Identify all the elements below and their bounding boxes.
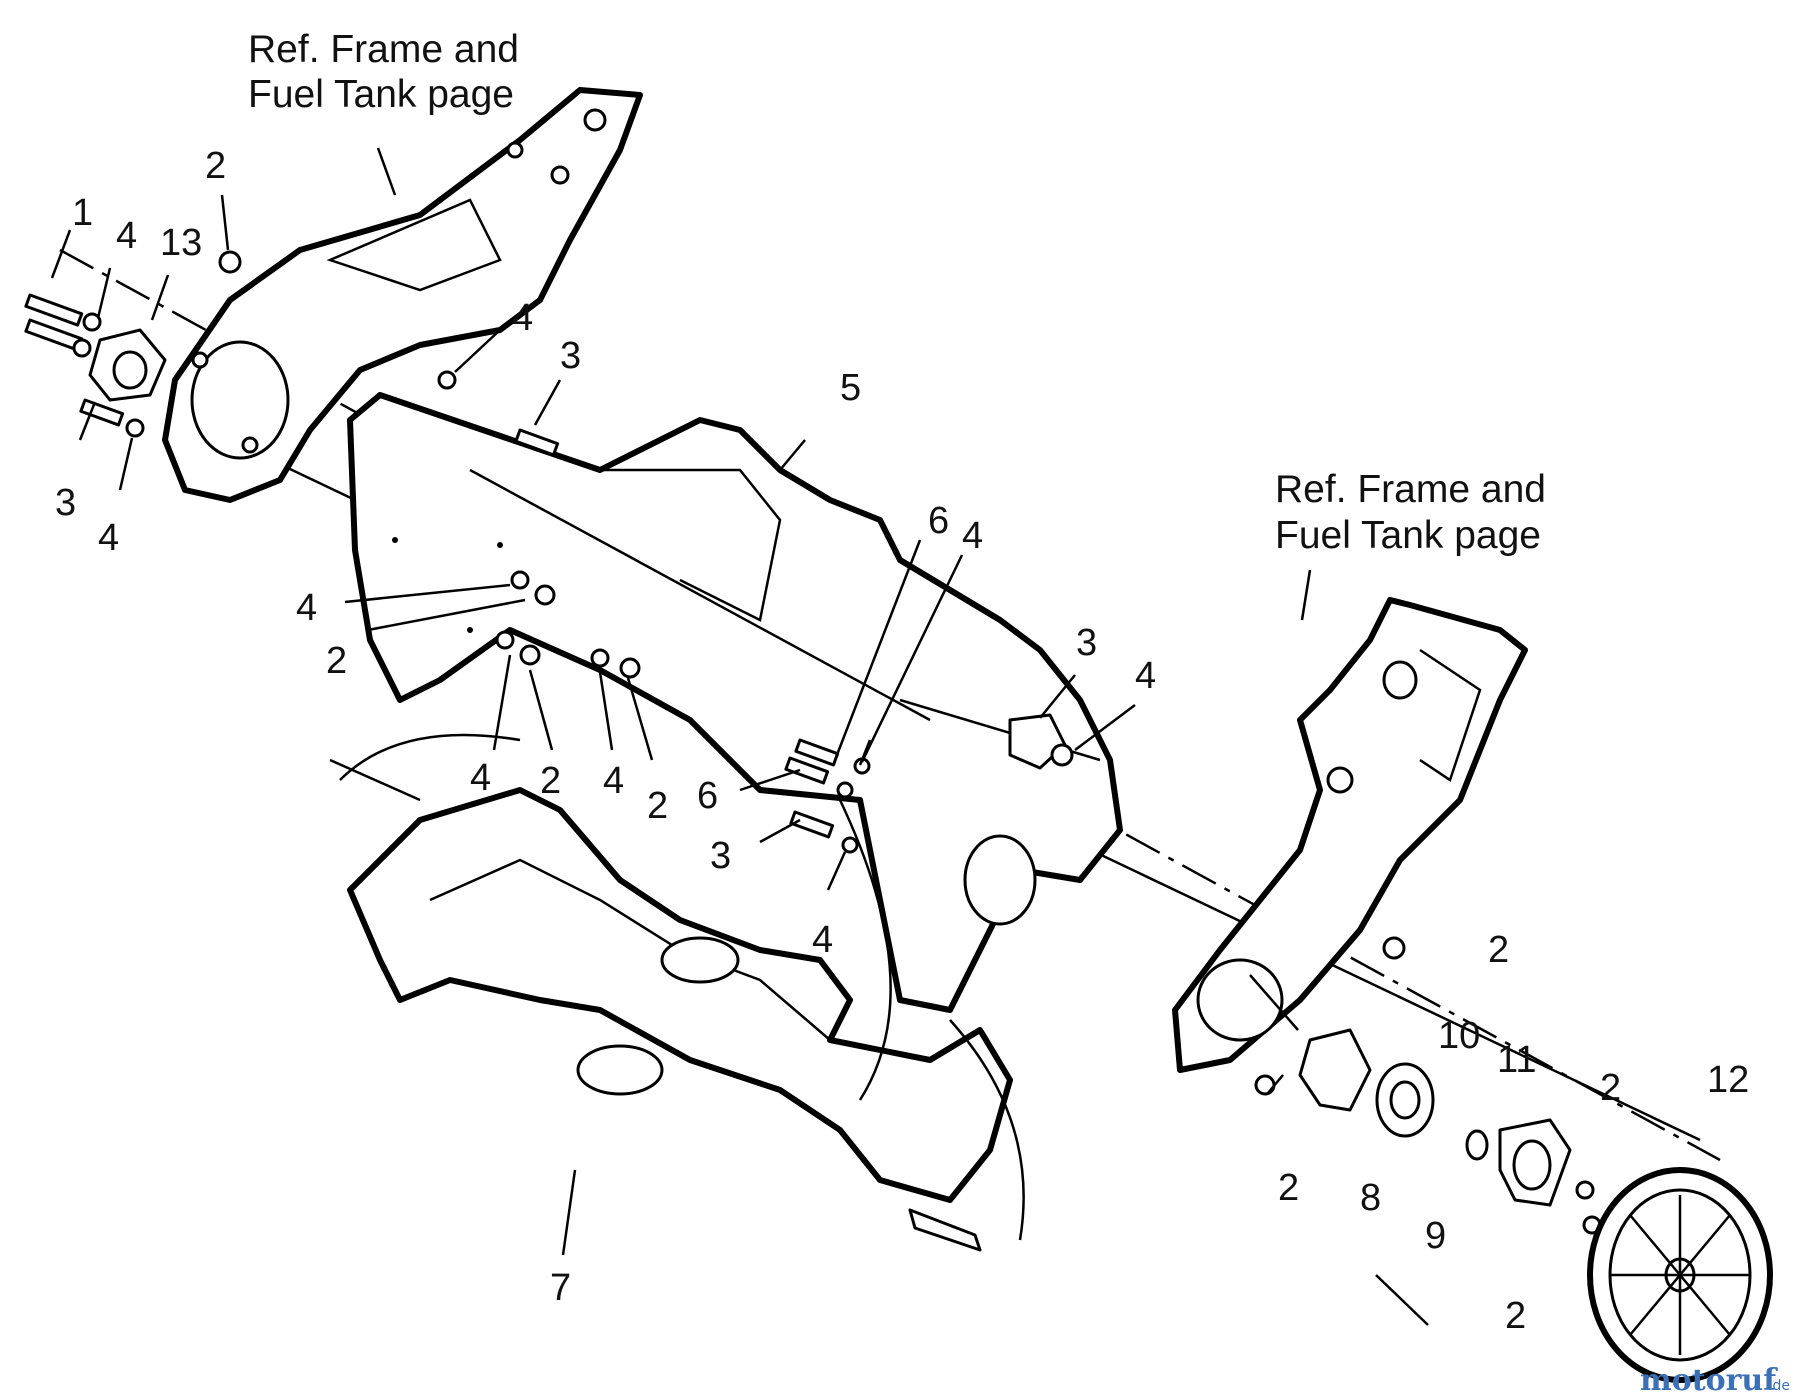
callout-2: 2 xyxy=(540,760,561,802)
leader-lines xyxy=(50,147,1429,1326)
washer xyxy=(125,418,145,438)
callout-11: 11 xyxy=(1497,1039,1536,1081)
hardware-parts xyxy=(24,250,1773,1383)
callout-4: 4 xyxy=(116,215,137,257)
callout-4: 4 xyxy=(1135,655,1156,697)
callout-2: 2 xyxy=(1600,1067,1621,1109)
callout-8: 8 xyxy=(1360,1177,1381,1219)
callout-5: 5 xyxy=(840,367,861,409)
callout-3: 3 xyxy=(1076,622,1097,664)
callout-numbers: 1 4 13 2 4 3 3 4 5 4 2 4 2 4 2 6 4 6 3 4… xyxy=(55,145,1749,1337)
callout-4: 4 xyxy=(512,297,533,339)
washer xyxy=(72,338,92,358)
callout-6: 6 xyxy=(928,500,949,542)
washer xyxy=(82,312,102,332)
callout-10: 10 xyxy=(1438,1015,1480,1057)
bolt-3-b xyxy=(514,428,560,457)
callout-2: 2 xyxy=(1488,929,1509,971)
svg-text:motoruf: motoruf xyxy=(1640,1363,1778,1396)
callout-1: 1 xyxy=(72,192,93,234)
callout-4: 4 xyxy=(962,515,983,557)
left-frame-plate xyxy=(162,87,643,503)
nut-lower xyxy=(1254,1074,1276,1096)
callout-6: 6 xyxy=(697,775,718,817)
svg-text:Fuel Tank page: Fuel Tank page xyxy=(1275,514,1541,557)
spacer-10 xyxy=(1465,1129,1489,1161)
washer xyxy=(437,370,457,390)
nut-right xyxy=(1382,936,1406,960)
callout-4: 4 xyxy=(470,757,491,799)
reference-note-right: Ref. Frame and Fuel Tank page xyxy=(1275,468,1546,557)
svg-text:Ref. Frame and: Ref. Frame and xyxy=(1275,468,1546,511)
callout-9: 9 xyxy=(1425,1215,1446,1257)
callout-13: 13 xyxy=(160,222,202,264)
callout-2: 2 xyxy=(647,785,668,827)
svg-text:.de: .de xyxy=(1768,1378,1790,1394)
nut xyxy=(218,250,242,274)
bearing-flange-8 xyxy=(1298,1028,1372,1112)
watermark-logo: motoruf .de xyxy=(1640,1363,1790,1396)
callout-12: 12 xyxy=(1707,1059,1749,1101)
callout-3: 3 xyxy=(560,335,581,377)
right-frame-plate xyxy=(1172,597,1528,1073)
auger-assembly xyxy=(329,733,1025,1252)
callout-4: 4 xyxy=(296,587,317,629)
callout-2: 2 xyxy=(326,640,347,682)
reference-note-left: Ref. Frame and Fuel Tank page xyxy=(248,28,519,116)
svg-text:Ref. Frame and: Ref. Frame and xyxy=(248,28,519,71)
callout-2: 2 xyxy=(1505,1295,1526,1337)
callout-4: 4 xyxy=(98,517,119,559)
callout-2: 2 xyxy=(205,145,226,187)
callout-4: 4 xyxy=(812,919,833,961)
svg-text:Fuel Tank page: Fuel Tank page xyxy=(248,73,514,116)
callout-3: 3 xyxy=(710,835,731,877)
bolt-3 xyxy=(79,398,125,427)
callout-2: 2 xyxy=(1278,1167,1299,1209)
callout-4: 4 xyxy=(603,760,624,802)
bolt-1-a xyxy=(24,293,84,327)
callout-7: 7 xyxy=(550,1267,571,1309)
callout-3: 3 xyxy=(55,482,76,524)
auger-housing xyxy=(347,392,1123,1013)
